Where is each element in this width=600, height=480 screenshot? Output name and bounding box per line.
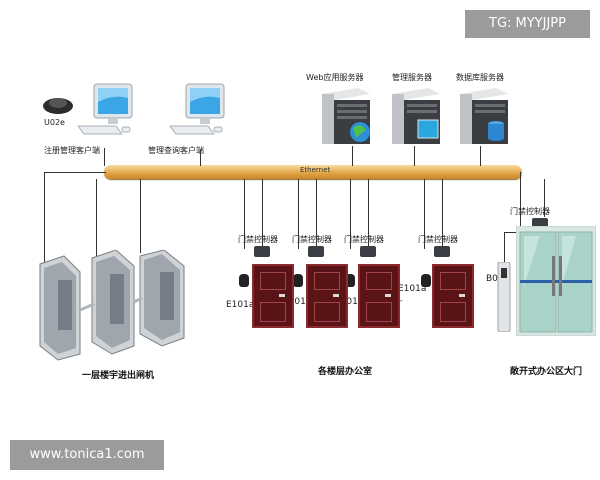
controller-label: 门禁控制器 xyxy=(238,235,278,244)
wire xyxy=(352,146,353,166)
card-reader-device-icon xyxy=(42,93,74,115)
server-management-icon xyxy=(388,84,444,146)
access-controller-icon xyxy=(434,246,450,257)
wire xyxy=(544,179,545,217)
wire xyxy=(104,148,105,166)
wire xyxy=(442,179,443,247)
main-controller-label: 门禁控制器 xyxy=(510,207,550,216)
server-management-label: 管理服务器 xyxy=(392,73,432,82)
door-label: E101a xyxy=(283,297,312,307)
card-reader-icon xyxy=(239,274,249,287)
client-register-label: 注册管理客户端 xyxy=(44,146,100,155)
card-reader-icon xyxy=(345,274,355,287)
controller-label: 门禁控制器 xyxy=(418,235,458,244)
wire xyxy=(140,179,141,253)
wire xyxy=(424,179,425,249)
access-controller-icon xyxy=(360,246,376,257)
main-card-reader-icon xyxy=(497,261,511,333)
server-database-icon xyxy=(456,84,512,146)
wire xyxy=(298,179,299,249)
wire xyxy=(414,146,415,166)
wire xyxy=(350,179,351,249)
wire xyxy=(520,172,521,232)
wire xyxy=(368,179,369,247)
office-door xyxy=(252,264,294,328)
office-door xyxy=(306,264,348,328)
wire xyxy=(504,232,505,262)
computer-icon xyxy=(76,82,136,142)
access-controller-icon xyxy=(254,246,270,257)
wire xyxy=(44,172,45,272)
client-device-label: U02e xyxy=(44,118,65,127)
section-turnstile-label: 一层楼宇进出闸机 xyxy=(82,371,155,381)
server-database-label: 数据库服务器 xyxy=(456,73,504,82)
controller-label: 门禁控制器 xyxy=(344,235,384,244)
server-web-label: Web应用服务器 xyxy=(306,73,364,82)
wire xyxy=(200,150,201,166)
door-label: E101a xyxy=(398,284,427,294)
section-offices-label: 各楼层办公室 xyxy=(318,367,373,377)
card-reader-icon xyxy=(293,274,303,287)
wire xyxy=(96,179,97,259)
computer-icon xyxy=(168,82,228,142)
wire xyxy=(316,179,317,247)
wire xyxy=(44,172,106,173)
card-reader-icon xyxy=(421,274,431,287)
watermark-bottom: www.tonica1.com xyxy=(10,440,164,470)
door-label: E101a xyxy=(335,297,364,307)
office-door xyxy=(432,264,474,328)
wire xyxy=(480,146,481,166)
controller-label: 门禁控制器 xyxy=(292,235,332,244)
wire xyxy=(504,232,520,233)
wire xyxy=(262,179,263,247)
watermark-top: TG: MYYJJPP xyxy=(465,10,590,38)
access-controller-icon xyxy=(308,246,324,257)
wire xyxy=(244,179,245,249)
section-main-entrance-label: 敞开式办公区大门 xyxy=(510,367,583,377)
main-reader-label: B04 xyxy=(486,274,504,284)
office-door xyxy=(358,264,400,328)
turnstile-gates-icon xyxy=(36,249,196,362)
server-web-icon xyxy=(318,84,374,146)
door-label: E101a xyxy=(226,300,255,310)
ethernet-bus xyxy=(104,165,522,179)
ethernet-label: Ethernet xyxy=(300,166,331,174)
glass-door-icon xyxy=(515,225,597,337)
client-query-label: 管理查询客户端 xyxy=(148,146,204,155)
access-controller-icon xyxy=(532,218,548,229)
